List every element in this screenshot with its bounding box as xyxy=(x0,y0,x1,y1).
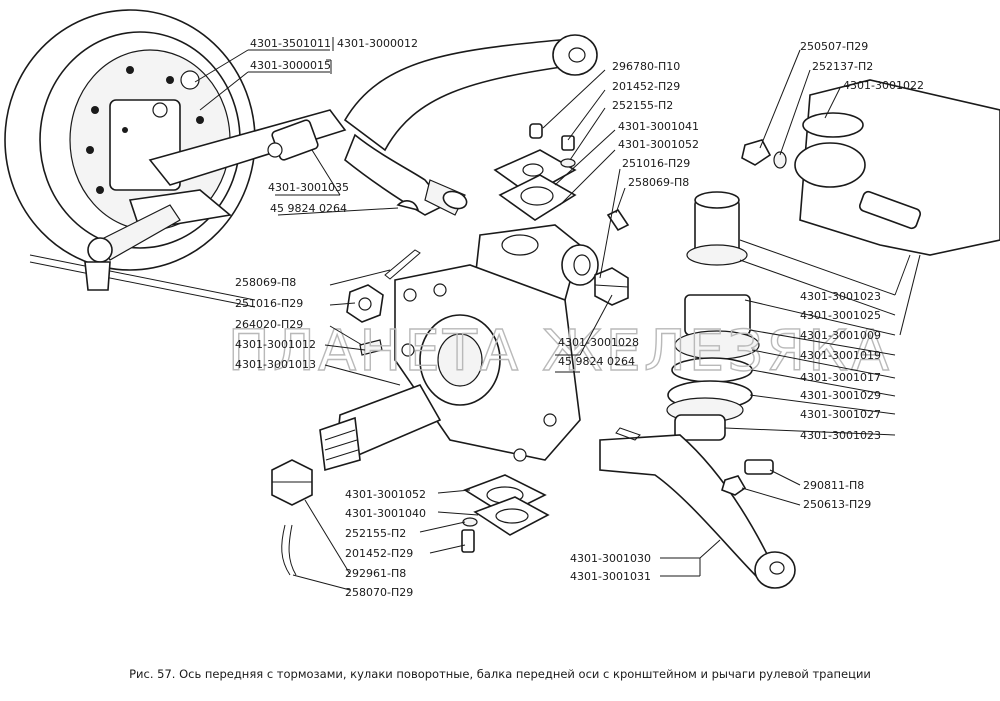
front-axle-beam xyxy=(29,109,347,308)
label-252137-p2: 252137-П2 xyxy=(812,60,873,73)
label-250507-p29: 250507-П29 xyxy=(800,40,868,53)
label-4301-3001017: 4301-3001017 xyxy=(800,371,881,384)
label-250613-p29: 250613-П29 xyxy=(803,498,871,511)
label-4301-3001009: 4301-3001009 xyxy=(800,329,881,342)
king-pin-cover-bottom xyxy=(461,474,550,553)
part-labels: 4301-3501011 4301-3000012 4301-3000015 4… xyxy=(235,37,924,599)
label-4301-3001012: 4301-3001012 xyxy=(235,338,316,351)
lower-steering-arm xyxy=(599,427,796,589)
label-4301-3001023-a: 4301-3001023 xyxy=(800,290,881,303)
label-201452-p29-a: 201452-П29 xyxy=(612,80,680,93)
label-4301-3001052-a: 4301-3001052 xyxy=(618,138,699,151)
label-252155-p2-b: 252155-П2 xyxy=(345,527,406,540)
axle-beam-bracket xyxy=(741,79,1000,256)
label-252155-p2-a: 252155-П2 xyxy=(612,99,673,112)
label-251016-p29-b: 251016-П29 xyxy=(235,297,303,310)
label-4301-3001035: 4301-3001035 xyxy=(268,181,349,194)
label-4301-3001041: 4301-3001041 xyxy=(618,120,699,133)
label-201452-p29-b: 201452-П29 xyxy=(345,547,413,560)
label-4301-3001019: 4301-3001019 xyxy=(800,349,881,362)
label-brackets xyxy=(326,37,334,74)
label-4301-3001025: 4301-3001025 xyxy=(800,309,881,322)
label-4301-3001040: 4301-3001040 xyxy=(345,507,426,520)
label-4301-3001023-b: 4301-3001023 xyxy=(800,429,881,442)
watermark-text: ПЛАНЕТА ЖЕЛЕЗЯКА xyxy=(228,319,892,384)
label-4301-3001031: 4301-3001031 xyxy=(570,570,651,583)
king-pin-stack xyxy=(594,191,760,441)
label-296780-p10: 296780-П10 xyxy=(612,60,680,73)
hub-fasteners-left xyxy=(271,249,421,576)
label-45-9824-0264-b: 45 9824 0264 xyxy=(558,355,635,368)
label-258069-p8-b: 258069-П8 xyxy=(235,276,296,289)
upper-steering-arm xyxy=(343,34,598,216)
label-258069-p8-a: 258069-П8 xyxy=(628,176,689,189)
label-264020-p29: 264020-П29 xyxy=(235,318,303,331)
label-251016-p29-a: 251016-П29 xyxy=(622,157,690,170)
label-4301-3001022: 4301-3001022 xyxy=(843,79,924,92)
label-45-9824-0264-a: 45 9824 0264 xyxy=(270,202,347,215)
steering-knuckle xyxy=(319,224,599,472)
leader-lines xyxy=(194,49,921,591)
label-4301-3000012: 4301-3000012 xyxy=(337,37,418,50)
label-4301-3001027: 4301-3001027 xyxy=(800,408,881,421)
label-4301-3001013: 4301-3001013 xyxy=(235,358,316,371)
label-258070-p29: 258070-П29 xyxy=(345,586,413,599)
label-4301-3501011: 4301-3501011 xyxy=(250,37,331,50)
label-4301-3001052-b: 4301-3001052 xyxy=(345,488,426,501)
label-4301-3001028: 4301-3001028 xyxy=(558,336,639,349)
king-pin-cover-top xyxy=(493,123,577,221)
figure-caption: Рис. 57. Ось передняя с тормозами, кулак… xyxy=(129,667,871,681)
label-4301-3000015: 4301-3000015 xyxy=(250,59,331,72)
label-4301-3001030: 4301-3001030 xyxy=(570,552,651,565)
label-4301-3001029: 4301-3001029 xyxy=(800,389,881,402)
label-290811-p8: 290811-П8 xyxy=(803,479,864,492)
label-292961-p8: 292961-П8 xyxy=(345,567,406,580)
